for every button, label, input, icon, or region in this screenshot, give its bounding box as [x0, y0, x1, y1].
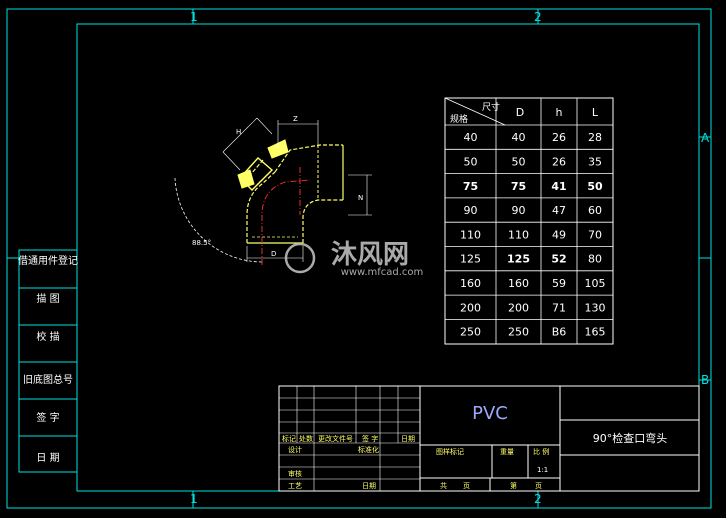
- tb-stage-mark: 图样标记: [436, 447, 464, 456]
- zone-right-a: A: [701, 131, 710, 145]
- drawing-name: 90°检查口弯头: [593, 431, 668, 445]
- dim-d-label: D: [271, 250, 276, 258]
- spec-cell-r2-c0: 75: [463, 180, 478, 193]
- zone-bottom-2: 2: [534, 492, 542, 506]
- angle-label: 88.5°: [192, 239, 211, 247]
- spec-cell-r7-c1: 200: [508, 301, 529, 314]
- tb-review: 审核: [288, 469, 302, 478]
- tb-design: 设计: [288, 445, 302, 454]
- spec-col-h: h: [556, 106, 563, 119]
- tb-page: 页: [535, 482, 542, 490]
- spec-col-d: D: [516, 106, 524, 119]
- watermark-brand: 沐风网: [331, 240, 409, 270]
- spec-cell-r6-c2: 59: [552, 277, 566, 290]
- left-strip: 借通用件登记 描 图 校 描 旧底图总号 签 字 日 期: [18, 249, 78, 473]
- zone-top-2: 2: [534, 10, 542, 24]
- tb-standard: 标准化: [358, 445, 379, 454]
- tb-scale: 比 例: [533, 447, 549, 456]
- spec-cell-r5-c2: 52: [551, 253, 566, 266]
- spec-cell-r0-c1: 40: [512, 131, 526, 144]
- tb-sign: 签 字: [362, 434, 378, 443]
- spec-cell-r1-c1: 50: [512, 155, 526, 168]
- tb-mark: 标记: [282, 434, 296, 443]
- spec-cell-r3-c3: 60: [588, 204, 602, 217]
- spec-cell-r1-c0: 50: [464, 155, 478, 168]
- spec-cell-r4-c3: 70: [588, 228, 602, 241]
- zone-right-b: B: [701, 373, 709, 387]
- spec-cell-r2-c1: 75: [511, 180, 526, 193]
- strip-label-2: 校 描: [36, 330, 59, 343]
- spec-cell-r0-c3: 28: [588, 131, 602, 144]
- spec-table: 尺寸 规格 D h L 40 40 26 28 50 50 26 35 75 75 41 50 90 90…: [444, 97, 614, 345]
- spec-cell-r8-c2: B6: [552, 326, 567, 339]
- spec-cell-r5-c1: 125: [507, 253, 530, 266]
- strip-label-3: 旧底图总号: [23, 373, 73, 386]
- spec-cell-r7-c2: 71: [552, 301, 566, 314]
- title-block: 标记 处数 更改文件号 签 字 日期 设计 标准化 审核 工艺 日期 图样标记 …: [278, 385, 700, 492]
- zone-top-1: 1: [190, 10, 198, 24]
- strip-label-1: 描 图: [36, 292, 59, 305]
- tb-total: 共: [440, 481, 447, 490]
- spec-cell-r1-c2: 26: [552, 155, 566, 168]
- material-label: PVC: [472, 403, 508, 424]
- spec-cell-r4-c0: 110: [460, 228, 481, 241]
- spec-cell-r2-c3: 50: [587, 180, 603, 193]
- spec-cell-r3-c2: 47: [552, 204, 566, 217]
- watermark: 沐风网 www.mfcad.com: [284, 240, 424, 278]
- spec-cell-r8-c3: 165: [585, 326, 606, 339]
- spec-cell-r0-c2: 26: [552, 131, 566, 144]
- spec-cell-r5-c3: 80: [588, 253, 602, 266]
- spec-cell-r3-c0: 90: [464, 204, 478, 217]
- strip-label-0: 借通用件登记: [18, 254, 78, 267]
- tb-approve: 日期: [362, 482, 376, 490]
- strip-label-5: 日 期: [36, 452, 59, 464]
- spec-cell-r6-c0: 160: [460, 277, 481, 290]
- zone-bottom-1: 1: [190, 492, 198, 506]
- dim-n-label: N: [358, 194, 363, 202]
- spec-cell-r4-c2: 49: [552, 228, 566, 241]
- tb-sheets: 页: [463, 482, 470, 490]
- tb-weight: 重量: [500, 448, 514, 456]
- elbow-part: 88.5° Z N H D: [174, 115, 372, 265]
- tb-scale-value: 1:1: [537, 466, 548, 474]
- watermark-url: www.mfcad.com: [341, 267, 424, 278]
- spec-header-size: 尺寸: [482, 101, 500, 113]
- dim-z-label: Z: [293, 115, 298, 123]
- spec-col-l: L: [592, 106, 599, 119]
- spec-cell-r8-c0: 250: [460, 326, 481, 339]
- spec-cell-r7-c3: 130: [585, 301, 606, 314]
- tb-sheet-no: 第: [510, 481, 517, 490]
- spec-cell-r5-c0: 125: [460, 253, 481, 266]
- tb-date: 日期: [401, 435, 415, 443]
- spec-cell-r4-c1: 110: [508, 228, 529, 241]
- spec-cell-r1-c3: 35: [588, 155, 602, 168]
- tb-change-doc: 更改文件号: [318, 434, 353, 443]
- spec-cell-r3-c1: 90: [512, 204, 526, 217]
- spec-cell-r2-c2: 41: [551, 180, 566, 193]
- tb-process: 工艺: [288, 482, 302, 490]
- spec-header-spec: 规格: [450, 113, 468, 125]
- spec-cell-r6-c3: 105: [585, 277, 606, 290]
- spec-cell-r0-c0: 40: [464, 131, 478, 144]
- watermark-logo-icon: [284, 242, 316, 274]
- tb-count: 处数: [299, 434, 313, 443]
- spec-cell-r8-c1: 250: [508, 326, 529, 339]
- spec-cell-r6-c1: 160: [508, 277, 529, 290]
- spec-cell-r7-c0: 200: [460, 301, 481, 314]
- strip-label-4: 签 字: [36, 411, 59, 424]
- dim-h-label: H: [236, 128, 241, 136]
